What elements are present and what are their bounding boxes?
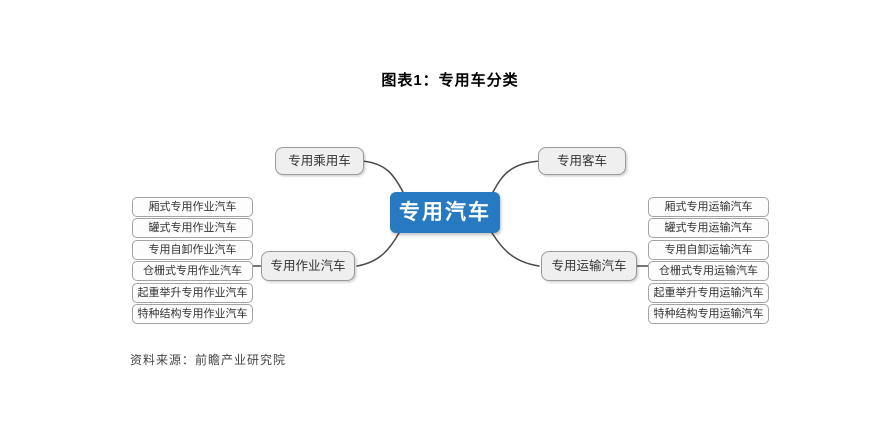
leaf-node: 罐式专用运输汽车 xyxy=(648,218,769,238)
leaf-node: 厢式专用运输汽车 xyxy=(648,197,769,217)
branch-node-transport-vehicle: 专用运输汽车 xyxy=(541,251,637,281)
connector-root-to-bus xyxy=(492,160,541,193)
figure-title: 图表1：专用车分类 xyxy=(381,72,519,89)
leaf-node: 专用自卸运输汽车 xyxy=(648,240,769,260)
leaf-node: 厢式专用作业汽车 xyxy=(132,197,253,217)
leaf-node: 特种结构专用运输汽车 xyxy=(648,304,769,324)
branch-node-passenger-car: 专用乘用车 xyxy=(275,147,364,175)
leaf-node: 起重举升专用运输汽车 xyxy=(648,283,769,303)
leaf-node: 特种结构专用作业汽车 xyxy=(132,304,253,324)
leaf-node: 专用自卸作业汽车 xyxy=(132,240,253,260)
leaf-node: 起重举升专用作业汽车 xyxy=(132,283,253,303)
branch-node-bus: 专用客车 xyxy=(538,147,626,175)
connector-root-to-passenger xyxy=(361,160,404,193)
connector-root-to-operation xyxy=(356,232,400,267)
root-node: 专用汽车 xyxy=(390,192,500,233)
source-note: 资料来源：前瞻产业研究院 xyxy=(130,353,287,367)
leaf-node: 仓栅式专用运输汽车 xyxy=(648,261,769,281)
branch-node-operation-vehicle: 专用作业汽车 xyxy=(261,251,355,281)
connector-root-to-transport xyxy=(491,232,540,267)
leaf-node: 罐式专用作业汽车 xyxy=(132,218,253,238)
leaf-node: 仓栅式专用作业汽车 xyxy=(132,261,253,281)
